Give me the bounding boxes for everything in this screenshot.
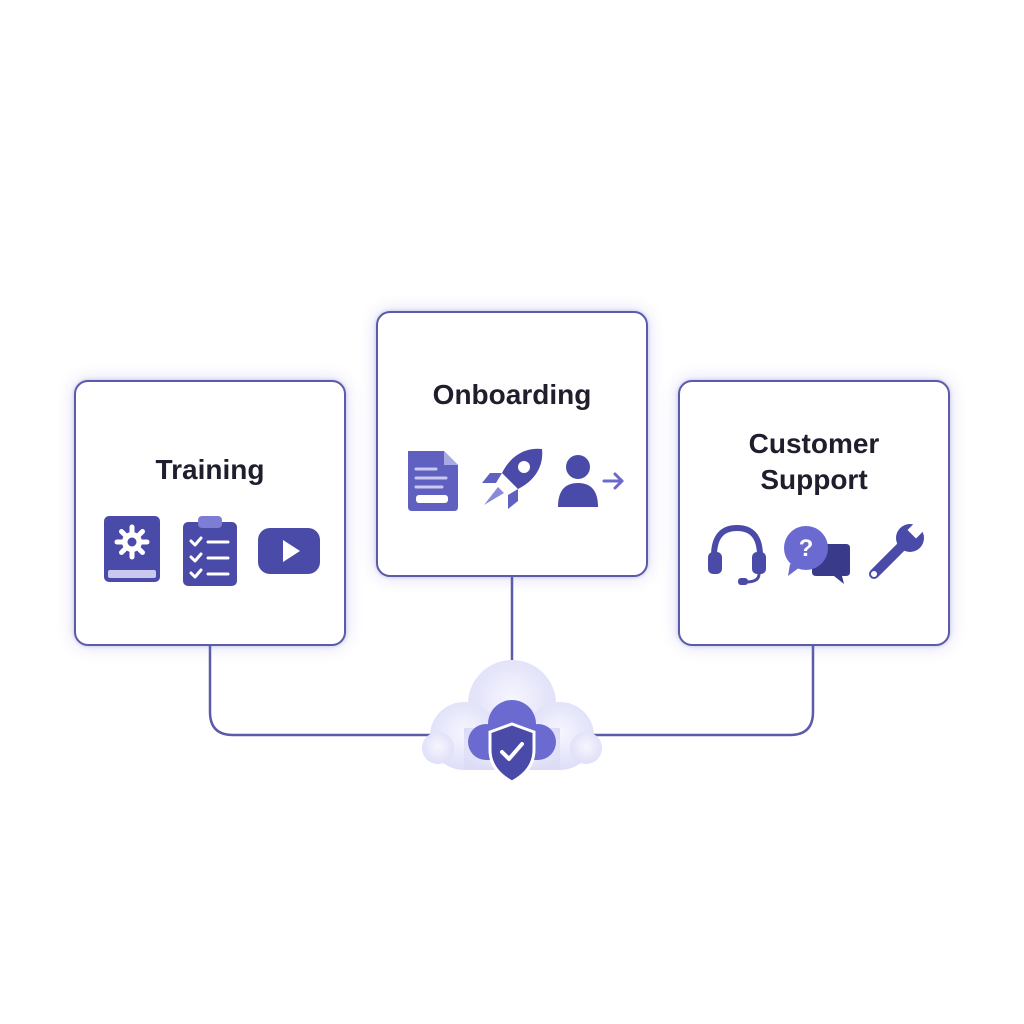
rocket-icon [478, 443, 548, 513]
book-gear-icon [102, 514, 162, 586]
user-arrow-icon [556, 451, 628, 509]
wrench-icon [862, 520, 928, 586]
question-chat-icon: ? [782, 522, 854, 586]
customer-support-card[interactable]: Customer Support ? [678, 380, 950, 646]
training-title: Training [155, 454, 265, 485]
checklist-clipboard-icon [180, 512, 240, 588]
onboarding-title: Onboarding [432, 379, 592, 410]
connector-support [584, 646, 815, 737]
connector-training [208, 646, 440, 737]
onboarding-card[interactable]: Onboarding [376, 311, 648, 577]
svg-text:?: ? [799, 535, 814, 562]
support-title-line2: Support [760, 464, 868, 495]
video-play-icon [256, 526, 322, 576]
headset-icon [704, 520, 770, 586]
document-icon [404, 447, 462, 513]
support-title-line1: Customer [748, 428, 880, 459]
shield-check-icon [488, 722, 536, 784]
training-card[interactable]: Training [74, 380, 346, 646]
cloud-hub[interactable] [420, 652, 604, 792]
